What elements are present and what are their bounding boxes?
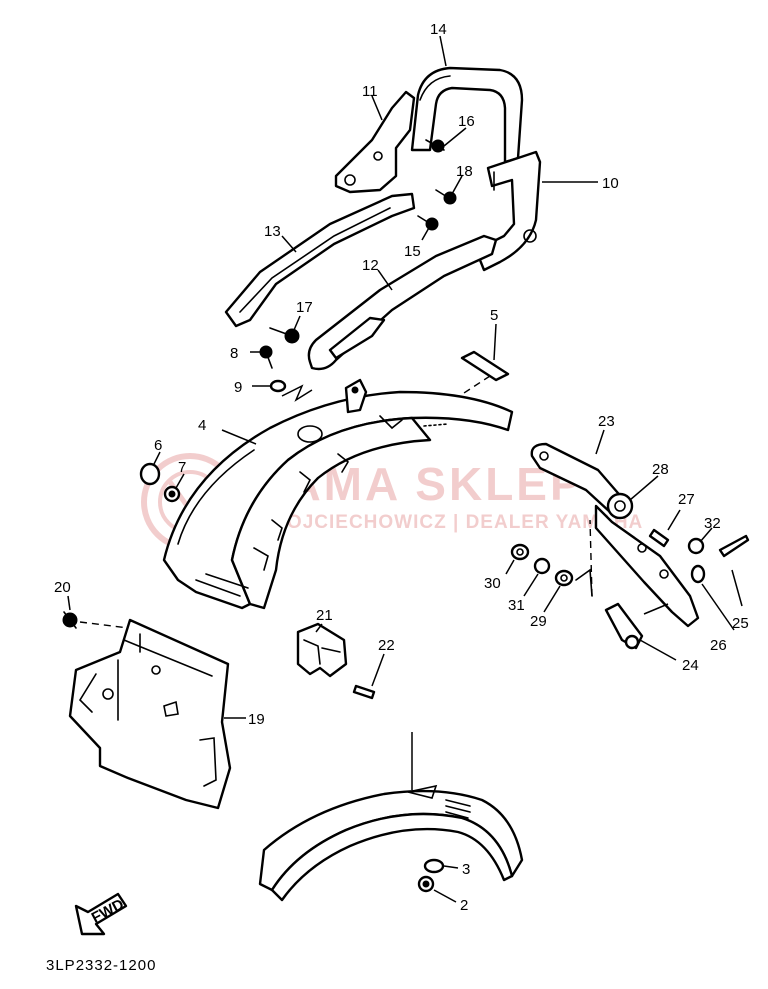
callout-29: 29: [530, 613, 547, 630]
callout-2: 2: [460, 897, 468, 914]
callout-10: 10: [602, 175, 619, 192]
callout-23: 23: [598, 413, 615, 430]
part-23-bracket-upper: [530, 442, 634, 520]
diagram-code: 3LP2332-1200: [46, 957, 156, 974]
callout-21: 21: [316, 607, 333, 624]
spacer-30: [510, 543, 530, 561]
callout-17: 17: [296, 299, 313, 316]
callout-31: 31: [508, 597, 525, 614]
bolt-15: [417, 215, 439, 231]
nut-9: [269, 379, 287, 393]
callout-18: 18: [456, 163, 473, 180]
washer-26: [690, 564, 706, 584]
washer-3: [423, 858, 445, 874]
callout-7: 7: [178, 459, 186, 476]
callout-19: 19: [248, 711, 265, 728]
part-23-bracket-arm: [594, 504, 700, 628]
part-12-right-grab-rail: [307, 234, 498, 371]
callout-16: 16: [458, 113, 475, 130]
callout-24: 24: [682, 657, 699, 674]
part-13-left-grab-rail: [224, 192, 416, 328]
washer-31: [533, 557, 551, 575]
callout-32: 32: [704, 515, 721, 532]
callout-8: 8: [230, 345, 238, 362]
callout-11: 11: [362, 83, 378, 100]
callout-6: 6: [154, 437, 162, 454]
callout-labels: 14 11 16 18 10 13 15 12 17 5 8 9 4 23 6 …: [54, 21, 749, 914]
part-front-fender: [258, 784, 524, 902]
part-32-pin: [718, 534, 750, 558]
part-5-plate: [460, 350, 510, 382]
callout-13: 13: [264, 223, 281, 240]
callout-25: 25: [732, 615, 749, 632]
callout-4: 4: [198, 417, 206, 434]
part-4-rear-fender: [162, 378, 514, 610]
fwd-arrow-icon: FWD: [74, 892, 128, 936]
callout-20: 20: [54, 579, 71, 596]
callout-9: 9: [234, 379, 242, 396]
part-24-reflector-bracket: [604, 602, 644, 650]
washer-29: [554, 569, 574, 587]
leader-lines: [67, 35, 743, 903]
callout-26: 26: [710, 637, 727, 654]
callout-27: 27: [678, 491, 695, 508]
bolt-22: [352, 684, 376, 700]
callout-15: 15: [404, 243, 421, 260]
part-11-left-bracket: [334, 90, 416, 194]
callout-28: 28: [652, 461, 669, 478]
callout-5: 5: [490, 307, 498, 324]
bolt-27: [648, 528, 670, 548]
part-19-inner-fender: [68, 618, 232, 810]
callout-12: 12: [362, 257, 379, 274]
callout-14: 14: [430, 21, 447, 38]
nut-7: [163, 485, 181, 503]
callout-22: 22: [378, 637, 395, 654]
bolt-20: [62, 611, 78, 629]
part-21-clamp: [296, 622, 348, 678]
callout-30: 30: [484, 575, 501, 592]
bolt-17: [269, 327, 300, 344]
bolt-18: [435, 189, 457, 205]
watermark-dealer: WOJCIECHOWICZ | DEALER YAMAHA: [268, 512, 643, 533]
bolt-8: [259, 345, 273, 369]
callout-3: 3: [462, 861, 470, 878]
bolt-2: [417, 875, 435, 893]
nut-25-grommet: [687, 537, 705, 555]
grommet-6: [139, 462, 161, 486]
part-10-rear-bracket: [474, 150, 542, 272]
